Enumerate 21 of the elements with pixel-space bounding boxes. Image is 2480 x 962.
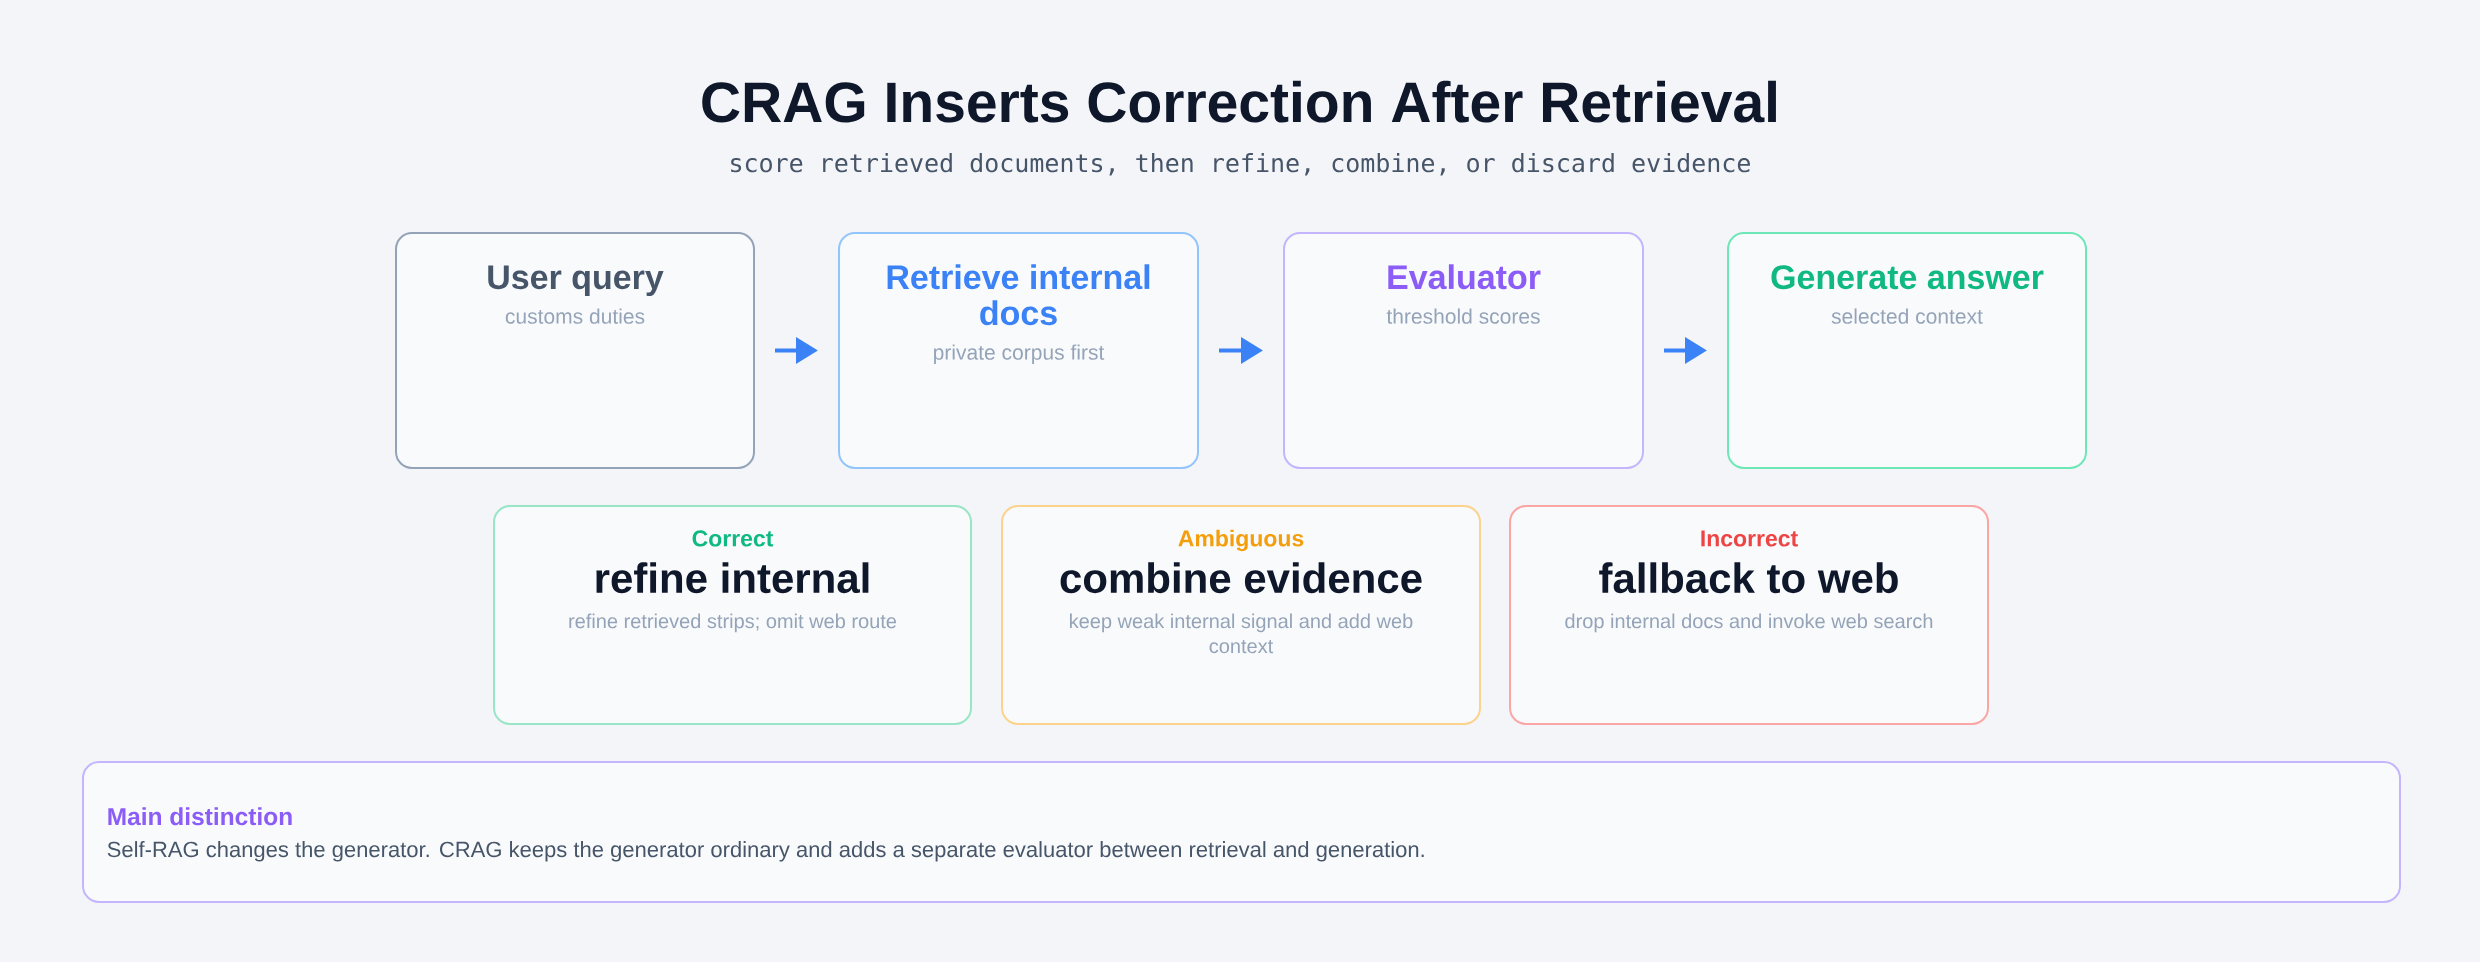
panel-text: Self-RAG changes the generator. CRAG keeps the generator ordinary and adds a separate evaluator between retrieval and generation.: [107, 841, 1424, 862]
title: CRAG Inserts Correction After Retrieval: [702, 80, 1776, 123]
card-description: drop internal docs and invoke web search: [1565, 613, 1933, 633]
subtitle: score retrieved documents, then refine, combine, or discard evidence: [731, 153, 1750, 176]
card-title: fallback to web: [1599, 562, 1898, 594]
outcome-label: Ambiguous: [1178, 529, 1304, 552]
card-description: refine retrieved strips; omit web route: [569, 613, 897, 633]
card-title: Generate answer: [1771, 265, 2044, 290]
card-subtitle: selected context: [1831, 308, 1983, 324]
card-subtitle: private corpus first: [934, 344, 1105, 364]
card-description: keep weak internal signal and add web context: [1070, 613, 1413, 654]
panel-heading: Main distinction: [108, 807, 292, 826]
card-subtitle: threshold scores: [1386, 308, 1540, 324]
outcome-label: Incorrect: [1701, 530, 1798, 547]
card-title: refine internal: [596, 562, 869, 594]
card-title: User query: [488, 265, 664, 296]
card-title: combine evidence: [1060, 562, 1422, 594]
card-title: Evaluator: [1388, 264, 1541, 290]
outcome-label: Correct: [692, 530, 774, 547]
card-title: Retrieve internal docs: [887, 264, 1150, 326]
card-subtitle: customs duties: [505, 308, 645, 324]
